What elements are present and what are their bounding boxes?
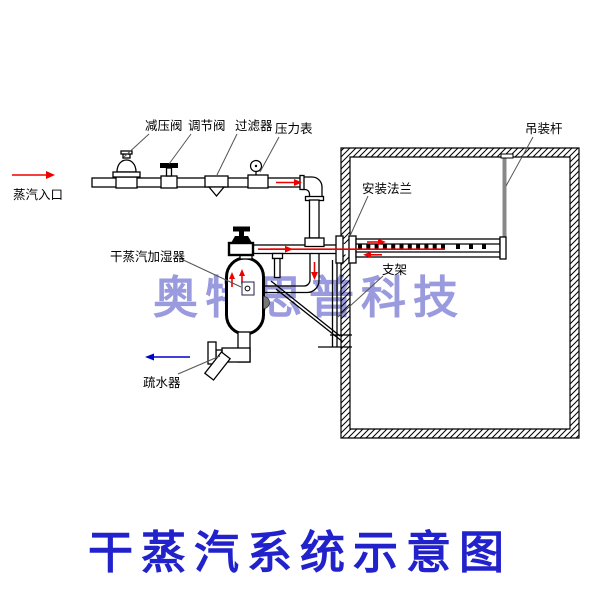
label-pressure-gauge: 压力表 (275, 122, 313, 136)
steam-distribution-pipe (355, 236, 507, 260)
diagram-title: 干蒸汽系统示意图 (88, 526, 512, 579)
air-duct-wall (340, 147, 580, 439)
dry-steam-humidifier-tank (225, 226, 270, 336)
junction-flange (304, 237, 325, 248)
label-steam-trap: 疏水器 (143, 375, 181, 390)
tank-side-port (263, 296, 270, 309)
condensate-flow-arrow (145, 353, 190, 361)
label-pressure-reducing-valve: 减压阀 (145, 119, 183, 133)
steam-trap-body (203, 351, 232, 381)
regulating-valve (160, 163, 178, 189)
label-hanging-rod: 吊装杆 (525, 122, 563, 136)
label-filter: 过滤器 (235, 119, 273, 133)
pipe-elbow (299, 174, 325, 202)
tank-top-valve (227, 226, 255, 260)
pressure-reducing-valve (112, 150, 141, 189)
label-bracket: 支架 (382, 263, 407, 277)
hanging-rod (500, 153, 514, 242)
steam-flow-arrows (12, 171, 445, 280)
label-regulating-valve: 调节阀 (188, 119, 226, 133)
leader-lines (123, 133, 534, 375)
vent-stub (271, 252, 284, 279)
pressure-gauge (247, 159, 269, 189)
watermark-text: 奥特思普科技 (153, 271, 465, 324)
vertical-steam-pipe (308, 199, 320, 239)
support-bracket (270, 260, 352, 348)
drain-piping (203, 331, 251, 381)
steam-nozzles (358, 244, 486, 249)
tank-feed-pipe (254, 253, 320, 294)
filter (204, 175, 229, 198)
label-steam-inlet: 蒸汽入口 (13, 187, 63, 202)
tank-inlet-diffuser (241, 281, 255, 296)
label-dry-steam-humidifier: 干蒸汽加湿器 (110, 249, 186, 264)
label-mounting-flange: 安装法兰 (362, 181, 412, 196)
